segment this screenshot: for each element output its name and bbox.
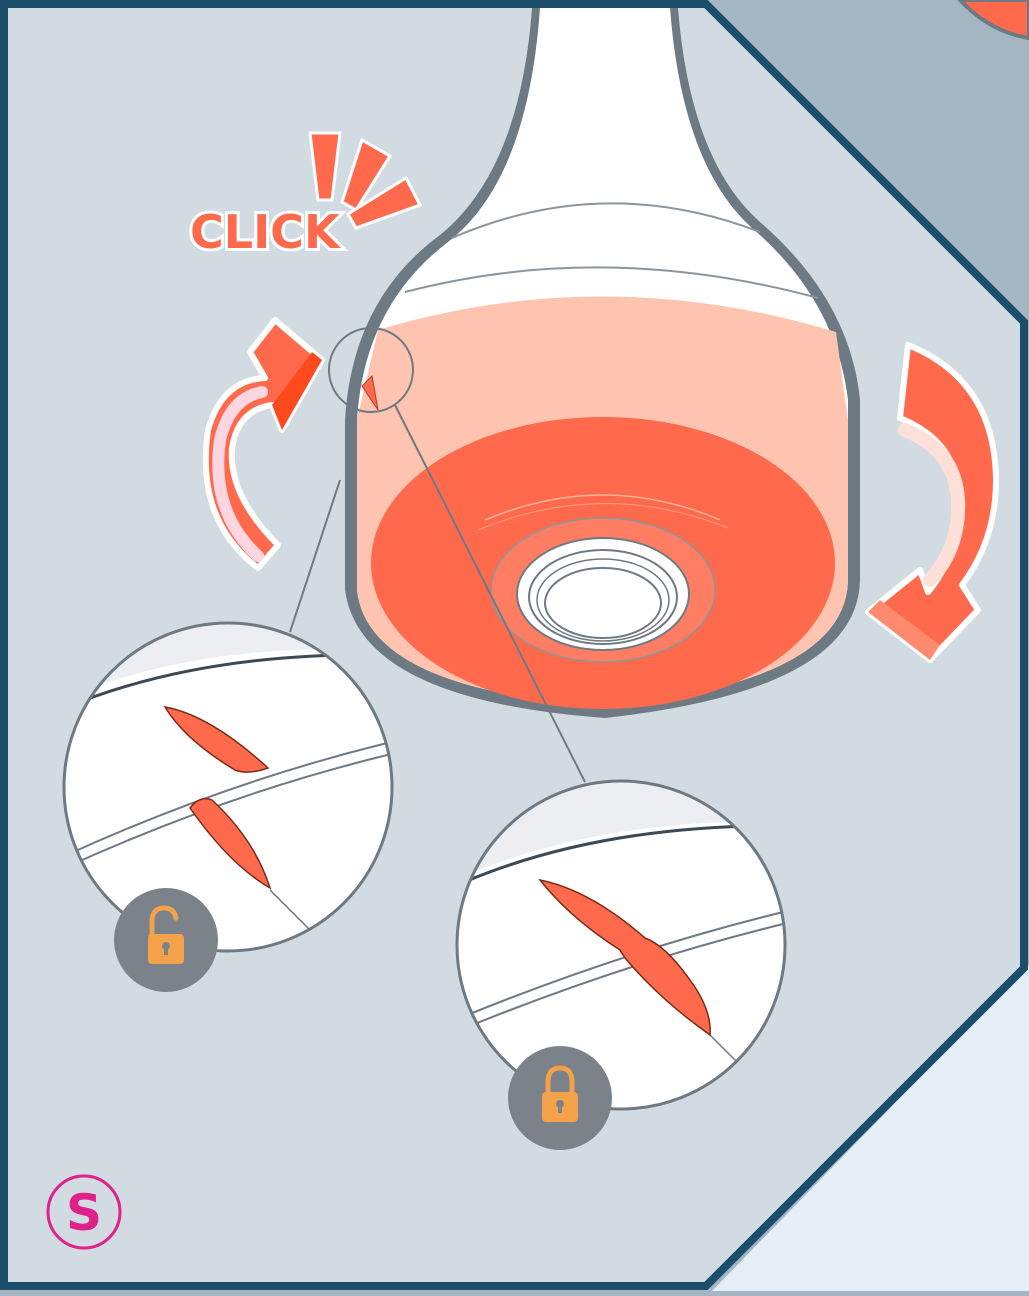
unlocked-keyhole-slot <box>164 946 168 955</box>
click-label: CLICK <box>190 205 342 259</box>
locked-keyhole-slot <box>558 1104 562 1113</box>
unlocked-padlock-icon <box>114 888 218 992</box>
locked-padlock-icon <box>508 1046 612 1150</box>
nozzle-inner <box>545 568 661 638</box>
brand-logo-letter: S <box>66 1184 102 1242</box>
